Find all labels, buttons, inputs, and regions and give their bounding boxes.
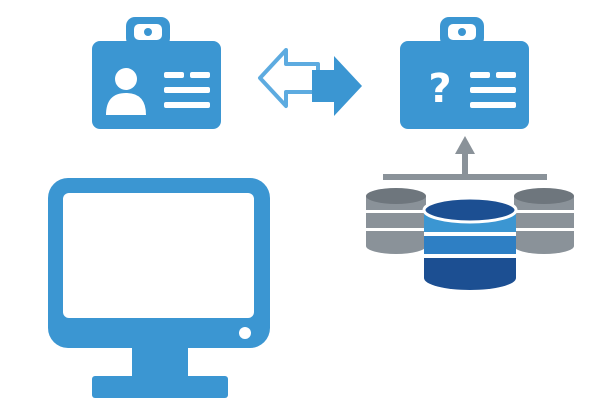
question-mark-symbol: ? — [428, 66, 452, 112]
id-badge-with-question-icon — [400, 17, 529, 129]
bidirectional-arrow-icon — [258, 48, 362, 116]
database-center — [422, 196, 518, 290]
database-right — [514, 188, 574, 254]
database-stack-icon — [366, 188, 574, 290]
up-arrow-connector-icon — [383, 136, 547, 180]
id-badge-with-person-icon — [92, 17, 221, 129]
database-left — [366, 188, 426, 254]
desktop-monitor-icon — [48, 178, 270, 398]
